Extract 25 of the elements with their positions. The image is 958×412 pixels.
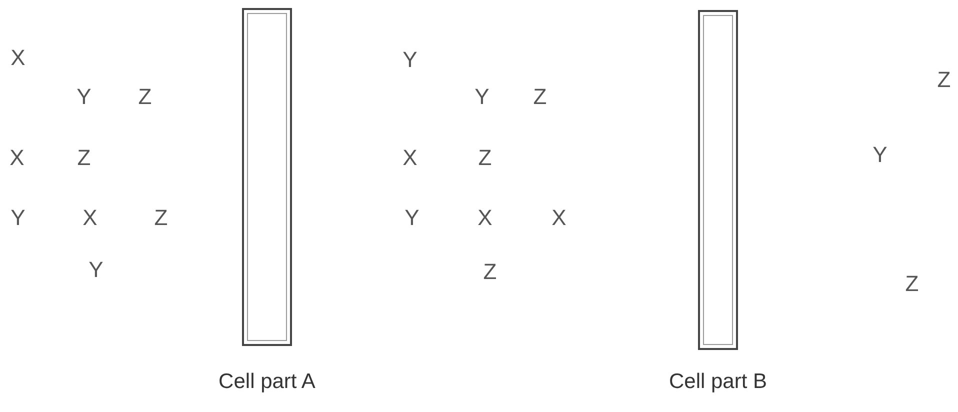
letter-label: Y — [88, 258, 104, 282]
letter-label: Z — [154, 206, 168, 230]
letter-label: Y — [474, 85, 490, 109]
letter-label: Y — [404, 206, 420, 230]
membrane-bar — [698, 10, 738, 350]
letter-label: X — [82, 206, 98, 230]
node-label: Cell part A — [218, 370, 316, 394]
node-label: Cell part B — [668, 370, 768, 394]
letter-label: Z — [533, 85, 547, 109]
letter-label: Z — [77, 146, 91, 170]
letter-label: X — [478, 206, 492, 230]
letter-label: X — [10, 146, 24, 170]
letter-label: Y — [402, 48, 418, 72]
letter-label: X — [552, 206, 566, 230]
letter-label: Z — [937, 68, 951, 92]
letter-label: Z — [905, 272, 919, 296]
letter-label: Y — [76, 85, 92, 109]
membrane-bar — [242, 8, 292, 346]
letter-label: X — [402, 146, 418, 170]
letter-label: X — [10, 46, 26, 70]
letter-label: Y — [872, 143, 888, 167]
letter-label: Z — [478, 146, 492, 170]
letter-label: Z — [483, 260, 497, 284]
letter-label: Z — [138, 85, 152, 109]
letter-label: Y — [10, 206, 26, 230]
